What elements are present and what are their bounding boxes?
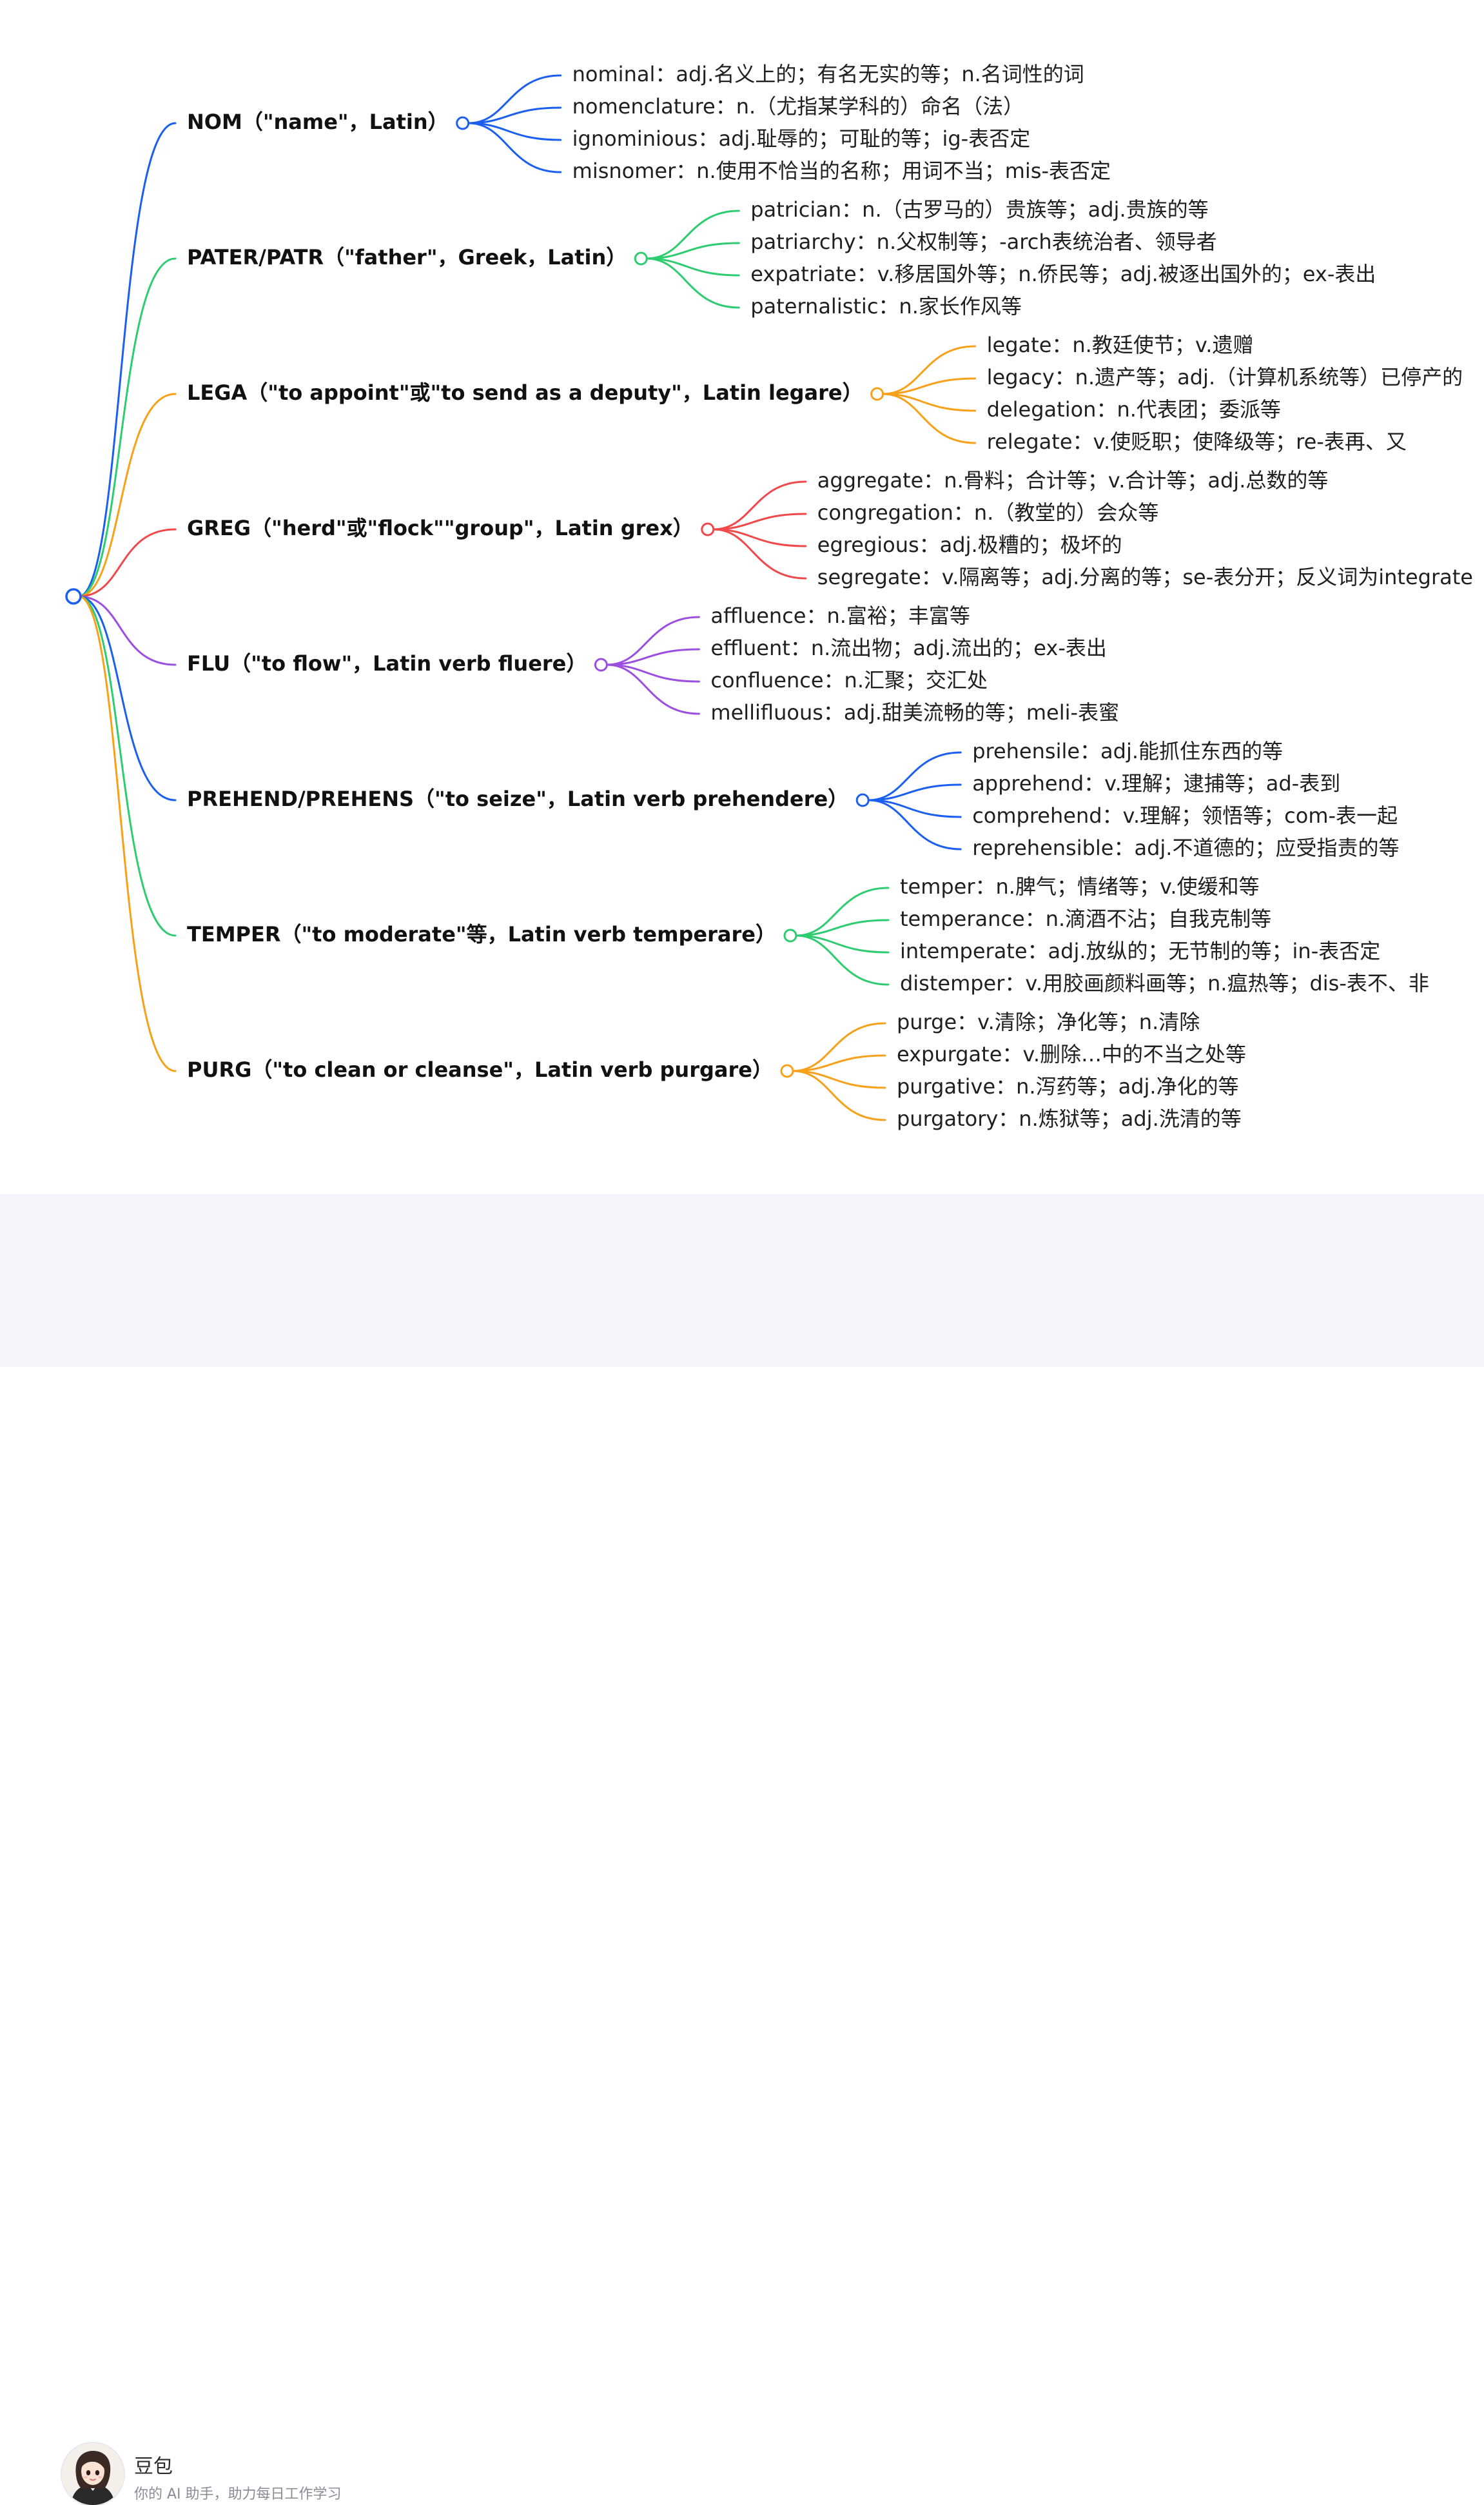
- leaf-label[interactable]: segregate：v.隔离等；adj.分离的等；se-表分开；反义词为inte…: [817, 565, 1473, 589]
- branch-label-purg[interactable]: PURG（"to clean or cleanse"，Latin verb pu…: [187, 1057, 773, 1082]
- leaf-edge: [605, 663, 700, 715]
- leaf-edge: [712, 528, 807, 580]
- leaf-edge: [605, 616, 700, 666]
- leaf-edge: [712, 528, 807, 547]
- leaf-edge: [645, 242, 740, 260]
- leaf-edge: [792, 1070, 886, 1121]
- leaf-edge: [882, 393, 977, 444]
- leaf-edge: [467, 74, 562, 124]
- leaf-label[interactable]: mellifluous：adj.甜美流畅的等；meli-表蜜: [710, 700, 1119, 725]
- leaf-edge: [867, 783, 962, 801]
- branch-edge-nom: [77, 122, 177, 598]
- branch-toggle-greg[interactable]: [701, 522, 715, 536]
- leaf-edge: [882, 345, 977, 395]
- branch-edge-prehend-prehens: [77, 595, 177, 801]
- leaf-edge: [712, 513, 807, 531]
- leaf-edge: [645, 257, 740, 277]
- branch-toggle-flu[interactable]: [594, 658, 608, 672]
- leaf-label[interactable]: legate：n.教廷使节；v.遗赠: [987, 333, 1254, 357]
- branch-label-pater-patr[interactable]: PATER/PATR（"father"，Greek，Latin）: [187, 245, 627, 270]
- root-node[interactable]: [65, 588, 82, 605]
- leaf-label[interactable]: ignominious：adj.耻辱的；可耻的等；ig-表否定: [572, 126, 1031, 151]
- leaf-edge: [795, 887, 890, 937]
- leaf-label[interactable]: intemperate：adj.放纵的；无节制的等；in-表否定: [900, 939, 1380, 963]
- mind-map: NOM（"name"，Latin） nominal：adj.名义上的；有名无实的等…: [65, 62, 1473, 1131]
- leaf-label[interactable]: congregation：n.（教堂的）会众等: [817, 500, 1159, 525]
- branch-toggle-prehend-prehens[interactable]: [855, 793, 870, 807]
- branch-label-prehend-prehens[interactable]: PREHEND/PREHENS（"to seize"，Latin verb pr…: [187, 787, 848, 811]
- leaf-edge: [795, 934, 890, 986]
- leaf-label[interactable]: purgatory：n.炼狱等；adj.洗清的等: [897, 1106, 1242, 1131]
- branch-toggle-nom[interactable]: [456, 116, 470, 130]
- brand-tagline: 你的 AI 助手，助力每日工作学习: [134, 2486, 342, 2502]
- branch-edge-purg: [77, 595, 177, 1072]
- leaf-label[interactable]: confluence：n.汇聚；交汇处: [710, 668, 988, 693]
- leaf-edge: [467, 122, 562, 173]
- leaf-label[interactable]: apprehend：v.理解；逮捕等；ad-表到: [972, 771, 1340, 796]
- leaf-label[interactable]: expatriate：v.移居国外等；n.侨民等；adj.被逐出国外的；ex-表…: [750, 262, 1376, 286]
- leaf-label[interactable]: legacy：n.遗产等；adj.（计算机系统等）已停产的: [987, 365, 1463, 389]
- leaf-edge: [867, 799, 962, 850]
- leaf-edge: [882, 377, 977, 395]
- leaf-label[interactable]: nomenclature：n.（尤指某学科的）命名（法）: [572, 94, 1024, 119]
- leaf-label[interactable]: egregious：adj.极糟的；极坏的: [817, 533, 1122, 557]
- assistant-avatar-icon: [62, 2443, 124, 2505]
- leaf-label[interactable]: effluent：n.流出物；adj.流出的；ex-表出: [710, 636, 1106, 660]
- branch-toggle-temper[interactable]: [783, 928, 797, 943]
- brand-name: 豆包: [134, 2455, 173, 2478]
- branch-edge-lega: [77, 393, 177, 598]
- branch-label-flu[interactable]: FLU（"to flow"，Latin verb fluere）: [187, 651, 587, 676]
- leaf-edge: [792, 1022, 886, 1072]
- leaf-edge: [792, 1070, 886, 1089]
- branch-edge-flu: [77, 595, 177, 666]
- leaf-label[interactable]: temperance：n.滴酒不沾；自我克制等: [900, 907, 1271, 931]
- leaf-edge: [792, 1054, 886, 1072]
- branch-label-greg[interactable]: GREG（"herd"或"flock""group"，Latin grex）: [187, 516, 694, 540]
- branch-label-lega[interactable]: LEGA（"to appoint"或"to send as a deputy"，…: [187, 380, 863, 405]
- leaf-edge: [645, 257, 740, 309]
- leaf-label[interactable]: purgative：n.泻药等；adj.净化的等: [897, 1074, 1239, 1099]
- branch-edge-temper: [77, 595, 177, 937]
- leaf-label[interactable]: patriarchy：n.父权制等；-arch表统治者、领导者: [750, 230, 1216, 254]
- leaf-label[interactable]: comprehend：v.理解；领悟等；com-表一起: [972, 803, 1398, 828]
- leaf-label[interactable]: prehensile：adj.能抓住东西的等: [972, 739, 1283, 763]
- branch-label-temper[interactable]: TEMPER（"to moderate"等，Latin verb tempera…: [187, 922, 776, 947]
- branch-edge-greg: [77, 528, 177, 598]
- leaf-edge: [795, 934, 890, 954]
- leaf-edge: [467, 122, 562, 141]
- branch-toggle-pater-patr[interactable]: [634, 251, 648, 266]
- leaf-label[interactable]: misnomer：n.使用不恰当的名称；用词不当；mis-表否定: [572, 159, 1111, 183]
- leaf-edge: [605, 663, 700, 683]
- leaf-label[interactable]: expurgate：v.删除…中的不当之处等: [897, 1042, 1246, 1066]
- leaf-label[interactable]: affluence：n.富裕；丰富等: [710, 604, 970, 628]
- leaf-edge: [867, 751, 962, 801]
- branch-label-nom[interactable]: NOM（"name"，Latin）: [187, 110, 449, 134]
- leaf-edge: [795, 919, 890, 937]
- leaf-label[interactable]: patrician：n.（古罗马的）贵族等；adj.贵族的等: [750, 197, 1208, 222]
- branch-edge-pater-patr: [77, 257, 177, 598]
- leaf-label[interactable]: nominal：adj.名义上的；有名无实的等；n.名词性的词: [572, 62, 1084, 86]
- leaf-edge: [645, 210, 740, 260]
- leaf-label[interactable]: paternalistic：n.家长作风等: [750, 294, 1022, 319]
- branch-toggle-lega[interactable]: [870, 387, 884, 401]
- branch-toggle-purg[interactable]: [780, 1064, 794, 1078]
- leaf-label[interactable]: temper：n.脾气；情绪等；v.使缓和等: [900, 874, 1260, 899]
- footer-bar: 豆包 你的 AI 助手，助力每日工作学习: [0, 1194, 1484, 2505]
- leaf-label[interactable]: aggregate：n.骨料；合计等；v.合计等；adj.总数的等: [817, 468, 1329, 493]
- leaf-label[interactable]: purge：v.清除；净化等；n.清除: [897, 1010, 1200, 1034]
- leaf-edge: [882, 393, 977, 412]
- leaf-edge: [867, 799, 962, 818]
- leaf-edge: [467, 106, 562, 124]
- leaf-label[interactable]: distemper：v.用胶画颜料画等；n.瘟热等；dis-表不、非: [900, 971, 1429, 996]
- leaf-edge: [605, 648, 700, 666]
- leaf-edge: [712, 480, 807, 531]
- leaf-label[interactable]: reprehensible：adj.不道德的；应受指责的等: [972, 836, 1399, 860]
- leaf-label[interactable]: relegate：v.使贬职；使降级等；re-表再、又: [987, 429, 1407, 454]
- leaf-label[interactable]: delegation：n.代表团；委派等: [987, 397, 1281, 422]
